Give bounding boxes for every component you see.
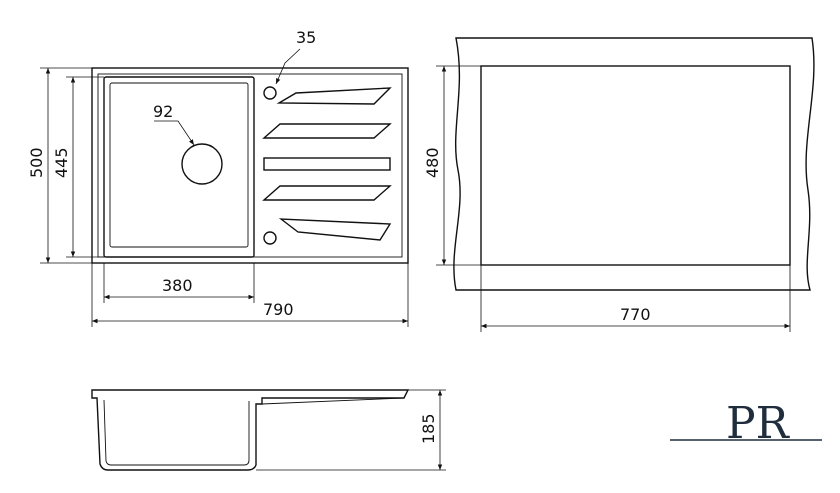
side-profile xyxy=(91,389,410,471)
dim-cutout-width: 770 xyxy=(480,265,791,332)
sink-inner-rim xyxy=(97,73,403,258)
countertop-outline xyxy=(453,37,815,291)
dim-drain: 92 xyxy=(153,102,195,146)
dim-overall-width: 790 xyxy=(91,263,409,327)
dim-overall-depth-label: 500 xyxy=(27,147,46,178)
bowl-inner-outline xyxy=(109,82,249,248)
side-profile-inner xyxy=(103,399,250,466)
tap-hole-top xyxy=(263,86,277,100)
dim-cutout-depth-label: 480 xyxy=(423,147,442,178)
drainboard-rib-5 xyxy=(278,218,392,241)
sink-top-view xyxy=(91,67,409,264)
sink-side-view xyxy=(91,389,410,471)
tap-hole-bottom xyxy=(263,231,277,245)
dim-sink-height-label: 185 xyxy=(419,413,438,444)
drainboard-rib-1 xyxy=(276,87,392,105)
dim-cutout-width-label: 770 xyxy=(620,305,651,324)
dim-bowl-width-label: 380 xyxy=(162,276,193,295)
dim-bowl-depth: 445 xyxy=(52,76,104,258)
dim-tap-hole-label: 35 xyxy=(296,28,316,47)
sink-outer-outline xyxy=(91,67,409,264)
dim-sink-height: 185 xyxy=(256,389,446,471)
logo-letters: PR xyxy=(726,398,791,449)
dim-tap-hole: 35 xyxy=(275,28,316,85)
cutout-rectangle xyxy=(480,65,791,266)
bowl-outline xyxy=(103,76,255,258)
dim-bowl-depth-label: 445 xyxy=(52,147,71,178)
drainboard-rib-4 xyxy=(262,185,392,201)
drain-hole xyxy=(181,143,223,185)
dim-overall-width-label: 790 xyxy=(263,300,294,319)
dim-overall-depth: 500 xyxy=(27,67,92,264)
dim-bowl-width: 380 xyxy=(103,263,255,303)
dim-cutout-depth: 480 xyxy=(423,65,481,266)
drainboard-rib-2 xyxy=(262,123,392,139)
countertop-cutout-view xyxy=(453,37,815,291)
brand-logo: PR xyxy=(670,398,822,449)
drainboard-rib-3 xyxy=(263,157,391,171)
dim-drain-label: 92 xyxy=(153,102,173,121)
